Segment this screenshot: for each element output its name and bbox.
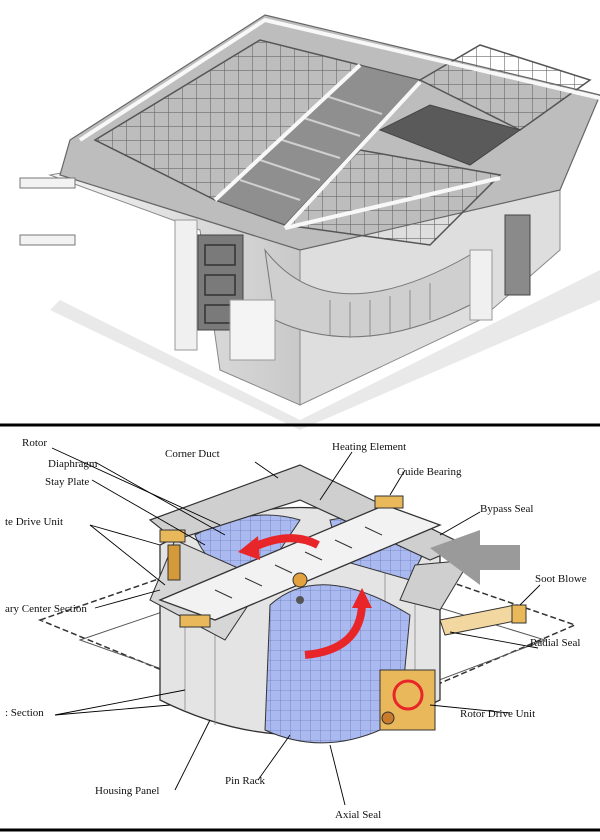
leader-lines [51, 447, 541, 806]
label-rotor: Rotor [22, 437, 47, 449]
rendering-3d [19, 14, 600, 430]
label-stay-plate: Stay Plate [45, 476, 89, 488]
guide-bearing-left [159, 529, 186, 543]
center-hub [292, 572, 308, 588]
drive-frame-right [504, 214, 531, 296]
label-pin-rack: Pin Rack [225, 775, 266, 787]
gas-inlet-arrow [430, 530, 520, 585]
label-corner-duct: Corner Duct [165, 448, 220, 460]
open-bay [378, 104, 522, 166]
labeled-diagram: Rotor Corner Duct Heating Element Diaphr… [5, 437, 587, 821]
label-axial-seal: Axial Seal [335, 809, 381, 821]
pin-rack-housing [179, 614, 211, 628]
label-housing-panel: Housing Panel [95, 785, 159, 797]
rotation-arrow-upper [250, 534, 320, 552]
guide-bearing-right [374, 495, 404, 509]
label-heating-element: Heating Element [332, 441, 406, 453]
soot-blower [439, 604, 521, 636]
label-center-section: ary Center Section [5, 603, 87, 615]
rotation-arrow-lower [304, 604, 366, 659]
label-rotor-drive-unit: Rotor Drive Unit [460, 708, 535, 720]
duct-stub-lower [19, 234, 76, 246]
label-guide-bearing: Guide Bearing [397, 466, 462, 478]
label-bypass-seal: Bypass Seal [480, 503, 533, 515]
label-soot-blower: Soot Blowe [535, 573, 587, 585]
label-radial-seal: Radial Seal [530, 637, 580, 649]
label-diaphragm: Diaphragm [48, 458, 98, 470]
center-beam [158, 504, 442, 621]
label-section: : Section [5, 707, 44, 719]
label-drive-unit: te Drive Unit [5, 516, 63, 528]
duct-stub-upper [19, 177, 76, 189]
